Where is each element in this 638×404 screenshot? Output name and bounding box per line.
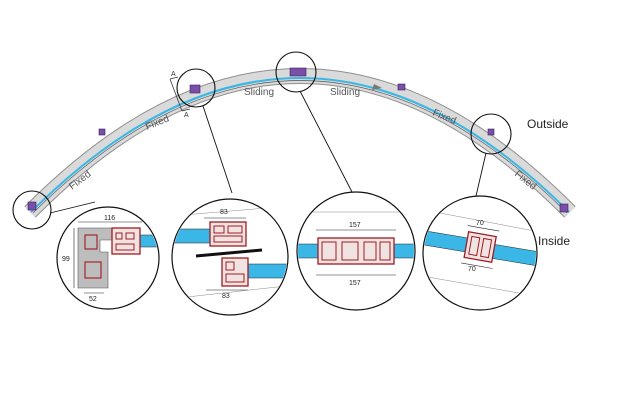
arch-profile-markers	[27, 67, 569, 213]
detail-1: 116 99 52	[56, 206, 160, 310]
detail-1-top-dim: 116	[104, 215, 115, 222]
detail-2-bottom-dim: 83	[222, 293, 230, 300]
section-mark-bottom: A	[184, 112, 189, 119]
section-mark: A A	[169, 71, 191, 119]
detail-1-side-dim: 99	[62, 256, 70, 263]
detail-4-bottom-dim: 70	[468, 266, 476, 273]
label-sliding-left: Sliding	[244, 87, 274, 98]
label-outside: Outside	[527, 117, 569, 131]
label-fixed-right-upper: Fixed	[431, 108, 458, 127]
callout-circles	[12, 51, 512, 230]
detail-3-bottom-dim: 157	[349, 280, 361, 287]
detail-3: 157 157	[296, 191, 416, 311]
detail-2: 83 83	[171, 198, 289, 316]
detail-4-top-dim: 70	[476, 220, 484, 227]
label-sliding-right: Sliding	[330, 87, 360, 98]
detail-2-top-dim: 83	[220, 209, 228, 216]
slide-arrow-icon	[372, 84, 382, 90]
section-mark-top: A	[171, 71, 176, 78]
detail-4: 70 70	[422, 195, 538, 311]
detail-3-top-dim: 157	[349, 222, 361, 229]
arch-frame	[24, 68, 576, 218]
label-inside: Inside	[538, 234, 570, 248]
detail-1-bottom-dim: 52	[89, 296, 97, 303]
leader-lines	[49, 90, 487, 214]
